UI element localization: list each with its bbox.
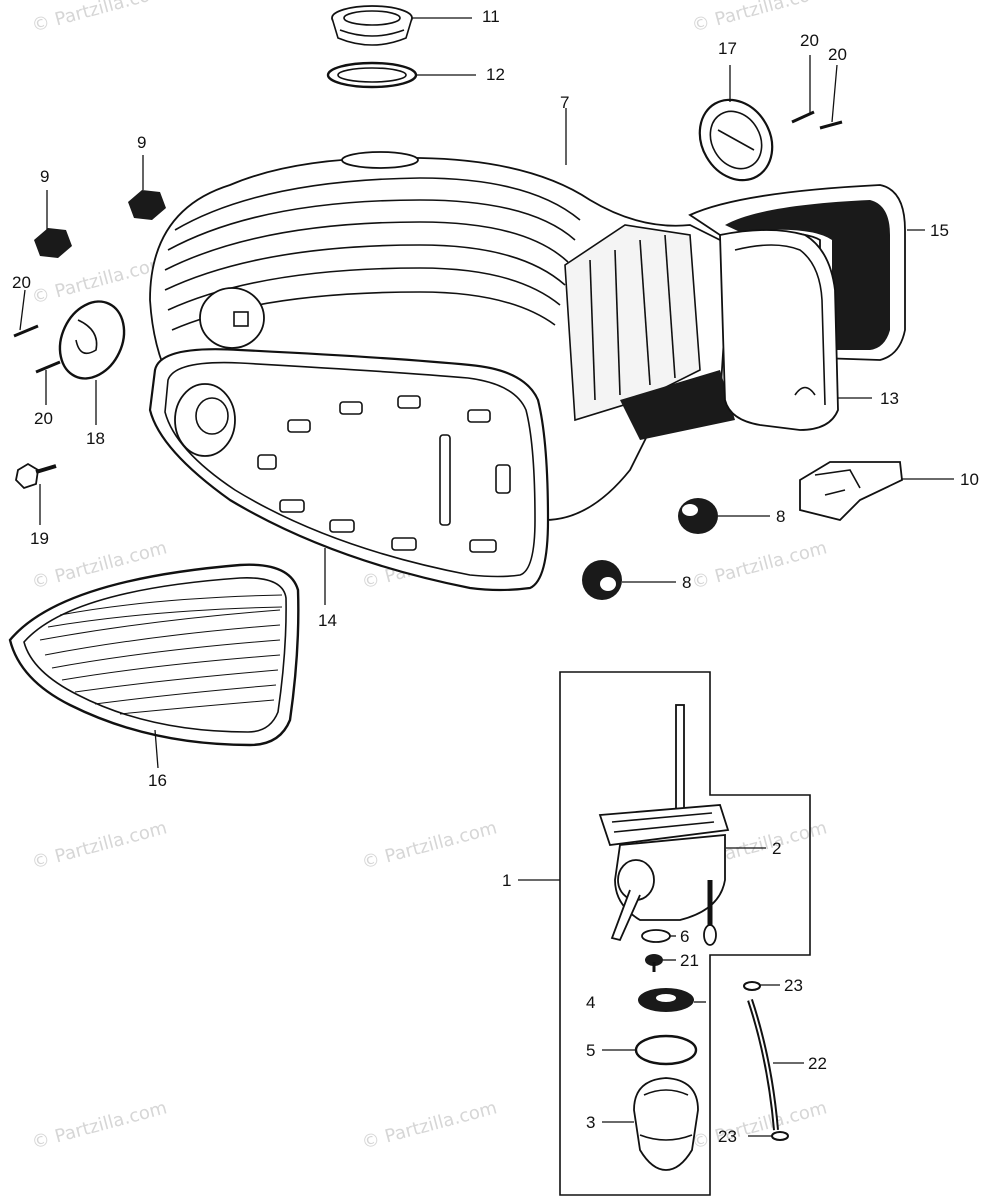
emblem-part-17 — [698, 98, 774, 182]
knee-pad-part-16 — [8, 563, 300, 747]
callout-8: 8 — [682, 573, 692, 592]
callout-23: 23 — [718, 1127, 737, 1146]
callout-20: 20 — [12, 273, 31, 292]
washer-part-6 — [641, 929, 671, 943]
callout-15: 15 — [930, 221, 949, 240]
screw-part-20 — [13, 324, 61, 374]
filler-cap-part-11 — [331, 5, 413, 46]
callout-10: 10 — [960, 470, 979, 489]
bolt-part-19 — [15, 462, 57, 490]
tank-side-cover-part-14 — [148, 348, 550, 592]
callout-19: 19 — [30, 529, 49, 548]
emblem-part-18 — [58, 300, 126, 380]
callout-23: 23 — [784, 976, 803, 995]
nut-part-9 — [34, 190, 166, 258]
callout-6: 6 — [680, 927, 690, 946]
callout-17: 17 — [718, 39, 737, 58]
callout-13: 13 — [880, 389, 899, 408]
screw-part-20 — [791, 110, 843, 130]
sediment-cup-part-3 — [633, 1077, 699, 1171]
fuel-cock-part-2 — [598, 704, 730, 946]
callout-4: 4 — [586, 993, 596, 1012]
fuel-cock-assembly-box — [559, 671, 811, 1196]
callout-9: 9 — [40, 167, 50, 186]
callout-21: 21 — [680, 951, 699, 970]
callout-8: 8 — [776, 507, 786, 526]
filter-part-4 — [638, 988, 694, 1012]
callout-1: 1 — [502, 871, 512, 890]
o-ring-part-5 — [634, 1034, 698, 1066]
callout-12: 12 — [486, 65, 505, 84]
callout-20: 20 — [800, 31, 819, 50]
leader-lines — [19, 17, 954, 1137]
bracket-part-10 — [799, 461, 903, 521]
callout-2: 2 — [772, 839, 782, 858]
rubber-cushion-part-8 — [582, 498, 718, 600]
side-panel-part-13 — [719, 229, 839, 431]
callout-7: 7 — [560, 93, 570, 112]
callout-5: 5 — [586, 1041, 596, 1060]
fuel-line-part-22 — [747, 999, 779, 1131]
callout-16: 16 — [148, 771, 167, 790]
callout-20: 20 — [828, 45, 847, 64]
cap-gasket-part-12 — [326, 61, 418, 89]
callout-3: 3 — [586, 1113, 596, 1132]
screw-part-21 — [645, 954, 663, 972]
callout-18: 18 — [86, 429, 105, 448]
callout-9: 9 — [137, 133, 147, 152]
callout-11: 11 — [482, 7, 500, 26]
callout-22: 22 — [808, 1054, 827, 1073]
callout-20: 20 — [34, 409, 53, 428]
callout-14: 14 — [318, 611, 337, 630]
